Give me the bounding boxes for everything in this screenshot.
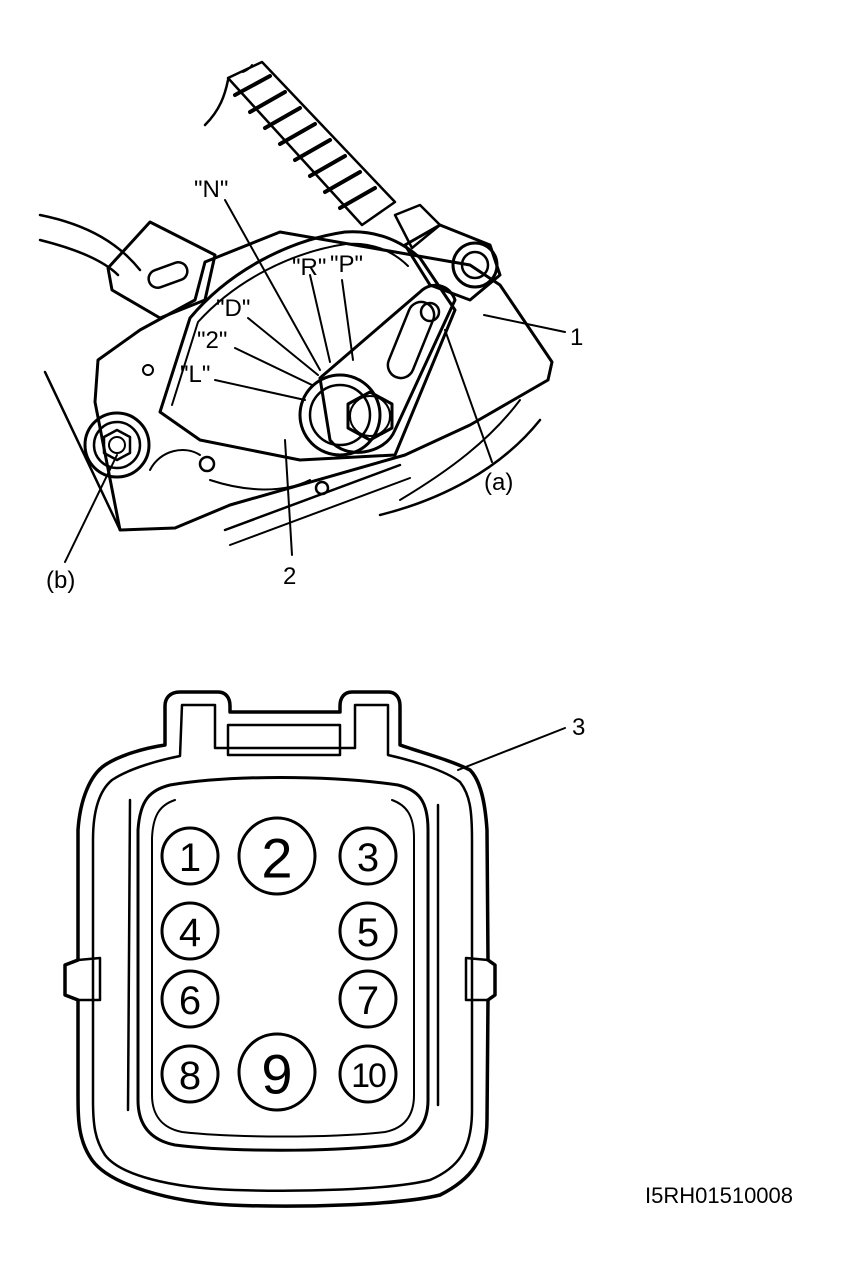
range-switch-illustration xyxy=(38,60,566,563)
pin-9-label: 9 xyxy=(261,1043,292,1106)
pin-4-label: 4 xyxy=(179,911,201,955)
pin-2-label: 2 xyxy=(261,827,292,890)
connector-illustration xyxy=(63,690,566,1208)
callout-b: (b) xyxy=(46,567,75,594)
callout-1: 1 xyxy=(570,324,583,351)
position-p-label: "P" xyxy=(330,251,363,278)
position-l-label: "L" xyxy=(180,361,210,388)
position-r-label: "R" xyxy=(292,254,326,281)
pin-number-labels: 1 2 3 4 5 6 7 8 9 10 xyxy=(179,827,388,1106)
callout-3: 3 xyxy=(572,714,585,741)
position-n-label: "N" xyxy=(194,176,228,203)
connector-pins xyxy=(160,816,398,1112)
figure-code: I5RH01510008 xyxy=(645,1183,794,1208)
range-position-labels: "N" "R" "P" "D" "2" "L" xyxy=(180,176,363,388)
position-2-label: "2" xyxy=(197,327,227,354)
pin-8-label: 8 xyxy=(179,1054,201,1098)
callout-a: (a) xyxy=(484,469,513,496)
pin-10-label: 10 xyxy=(351,1057,386,1095)
callout-labels: 1 (a) (b) 2 3 xyxy=(46,324,585,741)
position-d-label: "D" xyxy=(216,295,250,322)
pin-1-label: 1 xyxy=(179,836,201,880)
pin-6-label: 6 xyxy=(179,979,201,1023)
pin-5-label: 5 xyxy=(357,911,379,955)
callout-2: 2 xyxy=(283,563,296,590)
pin-7-label: 7 xyxy=(357,979,379,1023)
pin-3-label: 3 xyxy=(357,836,379,880)
